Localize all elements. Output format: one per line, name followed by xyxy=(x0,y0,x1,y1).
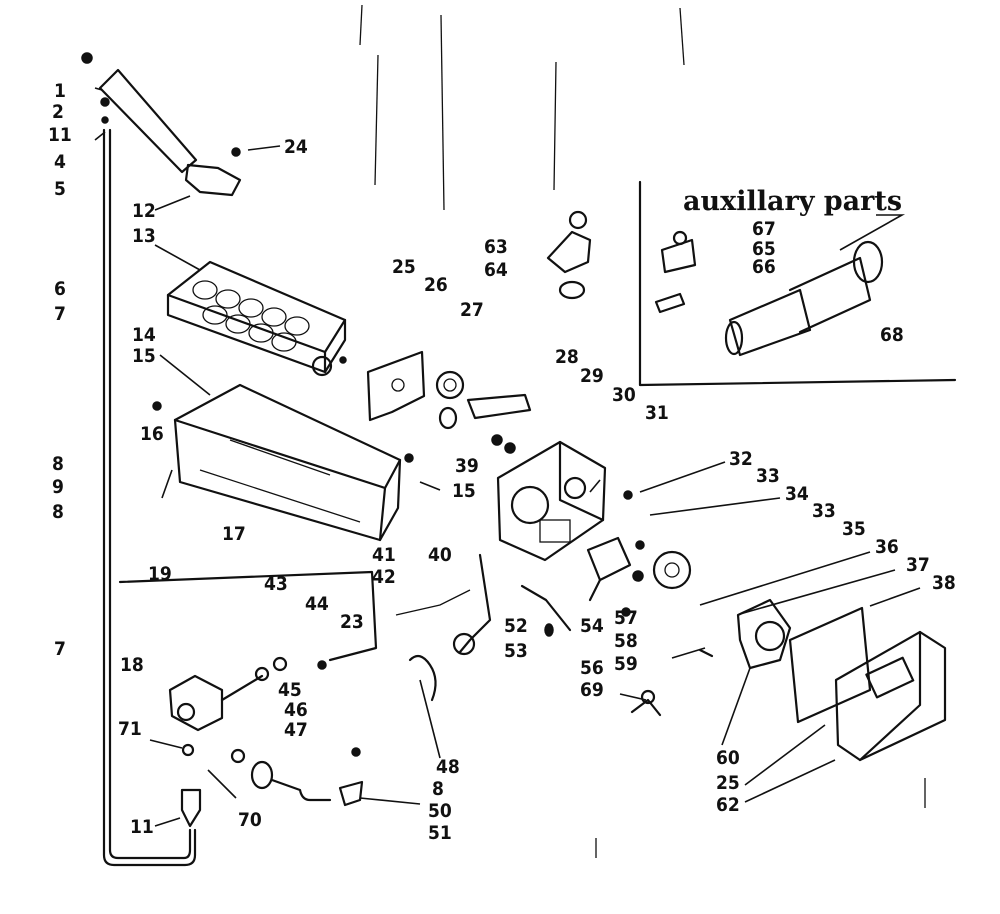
label-59: 59 xyxy=(614,653,638,675)
bracket-26 xyxy=(339,350,426,422)
label-70: 70 xyxy=(238,809,262,831)
label-13: 13 xyxy=(132,225,156,247)
label-35: 35 xyxy=(842,518,866,540)
valve-63 xyxy=(546,210,592,300)
label-68: 68 xyxy=(880,324,904,346)
label-29: 29 xyxy=(580,365,604,387)
label-33b: 33 xyxy=(812,500,836,522)
label-28: 28 xyxy=(555,346,579,368)
label-8: 8 xyxy=(52,453,64,475)
label-12: 12 xyxy=(132,200,156,222)
label-7: 7 xyxy=(54,303,66,325)
label-8c: 8 xyxy=(432,778,444,800)
motor-housing xyxy=(496,440,607,562)
label-62: 62 xyxy=(716,794,740,816)
label-65: 65 xyxy=(752,238,776,260)
label-23: 23 xyxy=(340,611,364,633)
label-64: 64 xyxy=(484,259,508,281)
part-labels: 1 2 11 4 5 6 7 8 9 8 7 12 13 24 14 15 16… xyxy=(48,80,956,844)
front-cover xyxy=(788,606,947,762)
label-14: 14 xyxy=(132,324,156,346)
label-54: 54 xyxy=(580,615,604,637)
aux-inset: auxillary parts xyxy=(638,180,957,387)
label-32: 32 xyxy=(729,448,753,470)
label-33: 33 xyxy=(756,465,780,487)
label-6: 6 xyxy=(54,278,66,300)
label-24: 24 xyxy=(284,136,308,158)
label-15b: 15 xyxy=(452,480,476,502)
label-56: 56 xyxy=(580,657,604,679)
label-41: 41 xyxy=(372,544,396,566)
label-31: 31 xyxy=(645,402,669,424)
label-39: 39 xyxy=(455,455,479,477)
shutoff-arm xyxy=(81,52,198,174)
label-17: 17 xyxy=(222,523,246,545)
label-18: 18 xyxy=(120,654,144,676)
label-34: 34 xyxy=(785,483,809,505)
small-parts xyxy=(544,490,714,717)
lever-28 xyxy=(438,393,532,454)
wire-harness xyxy=(395,553,572,702)
ice-mold xyxy=(166,260,347,377)
label-4: 4 xyxy=(54,151,66,173)
label-37: 37 xyxy=(906,554,930,576)
ice-bucket xyxy=(152,383,414,542)
label-40: 40 xyxy=(428,544,452,566)
label-25: 25 xyxy=(392,256,416,278)
label-38: 38 xyxy=(932,572,956,594)
label-1: 1 xyxy=(54,80,66,102)
label-52: 52 xyxy=(504,615,528,637)
label-36: 36 xyxy=(875,536,899,558)
label-51: 51 xyxy=(428,822,452,844)
label-11b: 11 xyxy=(130,816,154,838)
label-71: 71 xyxy=(118,718,142,740)
label-25b: 25 xyxy=(716,772,740,794)
label-43: 43 xyxy=(264,573,288,595)
label-27: 27 xyxy=(460,299,484,321)
label-16: 16 xyxy=(140,423,164,445)
water-valve xyxy=(118,570,378,828)
label-5: 5 xyxy=(54,178,66,200)
gear-27 xyxy=(435,370,465,400)
label-45: 45 xyxy=(278,679,302,701)
label-53: 53 xyxy=(504,640,528,662)
label-57: 57 xyxy=(614,607,638,629)
label-19: 19 xyxy=(148,563,172,585)
label-30: 30 xyxy=(612,384,636,406)
inset-title: auxillary parts xyxy=(683,186,902,217)
label-2: 2 xyxy=(52,101,64,123)
label-69: 69 xyxy=(580,679,604,701)
label-42: 42 xyxy=(372,566,396,588)
label-50: 50 xyxy=(428,800,452,822)
part-12 xyxy=(184,147,242,197)
label-26: 26 xyxy=(424,274,448,296)
scan-lines xyxy=(359,4,926,858)
label-58: 58 xyxy=(614,630,638,652)
label-60: 60 xyxy=(716,747,740,769)
label-67: 67 xyxy=(752,218,776,240)
leader-lines xyxy=(94,87,921,827)
label-46: 46 xyxy=(284,699,308,721)
label-63: 63 xyxy=(484,236,508,258)
label-11: 11 xyxy=(48,124,72,146)
label-44: 44 xyxy=(305,593,329,615)
label-8b: 8 xyxy=(52,501,64,523)
fill-tube xyxy=(102,128,197,867)
label-9: 9 xyxy=(52,476,64,498)
label-48: 48 xyxy=(436,756,460,778)
label-47: 47 xyxy=(284,719,308,741)
label-7b: 7 xyxy=(54,638,66,660)
label-15: 15 xyxy=(132,345,156,367)
label-66: 66 xyxy=(752,256,776,278)
motor-37 xyxy=(586,536,792,670)
